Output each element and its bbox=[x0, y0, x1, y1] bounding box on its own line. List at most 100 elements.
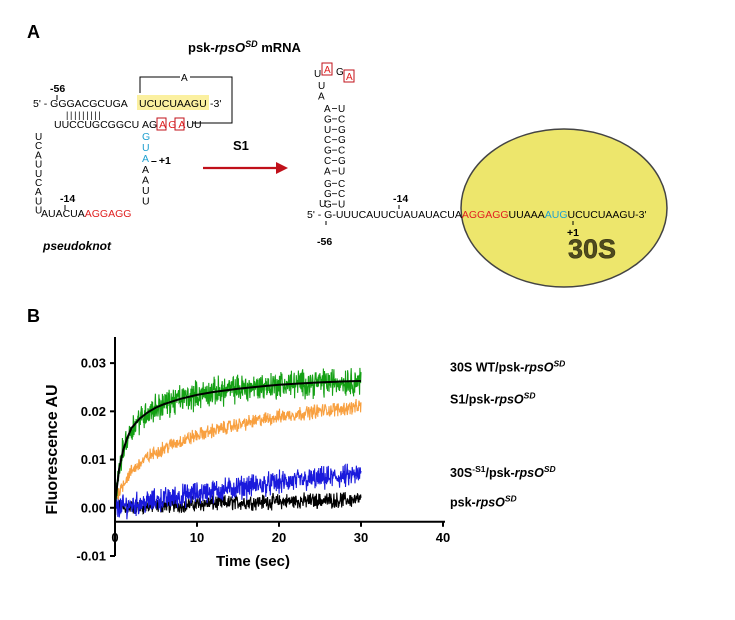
hairpin-pair-left: C bbox=[324, 156, 331, 167]
hairpin-loop-nt: G bbox=[336, 67, 344, 78]
hairpin-pair-right: C bbox=[338, 114, 345, 125]
hairpin-pair-right: C bbox=[338, 179, 345, 190]
hairpin-pair-left: C bbox=[324, 135, 331, 146]
pseudoknot-plus1: –+1 bbox=[151, 155, 171, 167]
panel-a-diagram: psk-rpsOSD mRNA -56 5' - GGGACGCUGA UCUC… bbox=[33, 39, 668, 288]
hairpin-loop-nt: A bbox=[324, 65, 331, 76]
sd-highlight bbox=[137, 95, 209, 110]
series-label-2: 30S-S1/psk-rpsOSD bbox=[450, 464, 556, 480]
hairpin-pair-right: U bbox=[338, 200, 345, 211]
pk-blue-nt: U bbox=[142, 142, 150, 154]
pk-blue-nt: G bbox=[142, 131, 150, 143]
pk-left-nt: C bbox=[35, 178, 42, 189]
series-label-3: psk-rpsOSD bbox=[450, 493, 517, 509]
hairpin-pair-left: G bbox=[324, 179, 332, 190]
axes: 0 10 20 30 40 -0.01 0.00 0.01 0.02 0.03 bbox=[76, 337, 450, 564]
hairpin-plus1: +1 bbox=[567, 227, 579, 239]
boxed-a-2 bbox=[174, 117, 185, 131]
hairpin-pair-right: G bbox=[338, 125, 346, 136]
pk-blue-nt: A bbox=[142, 153, 149, 165]
pseudoknot-top-end: -3' bbox=[210, 98, 221, 110]
hairpin-loop-side-nt: U bbox=[318, 81, 325, 92]
transition-arrow bbox=[203, 162, 288, 174]
series-label-1: S1/psk-rpsOSD bbox=[450, 390, 535, 406]
pseudoknot-top-strand: 5' - GGGACGCUGA bbox=[33, 98, 128, 110]
hairpin-pair-right: G bbox=[338, 135, 346, 146]
mrna-title: psk-rpsOSD mRNA bbox=[188, 39, 302, 55]
y-tick-label: 0.03 bbox=[81, 356, 106, 371]
y-tick-label: 0.01 bbox=[81, 452, 106, 467]
pseudoknot-blue-column: GUA bbox=[142, 131, 150, 165]
pseudoknot-pos-56: -56 bbox=[50, 83, 65, 95]
hairpin-boxed-a bbox=[321, 62, 333, 76]
hairpin-pair-right: C bbox=[338, 146, 345, 157]
fit-curve bbox=[114, 380, 362, 504]
x-tick-label: 40 bbox=[436, 530, 450, 545]
series-line-0 bbox=[114, 367, 362, 510]
x-tick-label: 10 bbox=[190, 530, 204, 545]
x-axis-label: Time (sec) bbox=[216, 553, 290, 570]
x-tick-label: 30 bbox=[354, 530, 368, 545]
pseudoknot-structure: -56 5' - GGGACGCUGA UCUCUAAGU -3' A ||||… bbox=[33, 71, 233, 253]
boxed-a-1 bbox=[156, 117, 167, 131]
pseudoknot-pair-bars: ||||||||| bbox=[66, 110, 102, 120]
series-line-1 bbox=[114, 398, 362, 502]
hairpin-bulge: U bbox=[319, 199, 326, 210]
pseudoknot-label: pseudoknot bbox=[42, 239, 112, 253]
x-tick-label: 20 bbox=[272, 530, 286, 545]
hairpin-pair-left: G bbox=[324, 114, 332, 125]
pseudoknot-loop-line bbox=[139, 76, 233, 124]
y-tick-label: 0.00 bbox=[81, 500, 106, 515]
y-axis-label: Fluorescence AU bbox=[44, 384, 61, 514]
pk-right-nt: U bbox=[142, 196, 150, 208]
series-label-0: 30S WT/psk-rpsOSD bbox=[450, 358, 565, 374]
panel-b-letter: B bbox=[27, 306, 40, 326]
pk-right-nt: A bbox=[142, 164, 149, 176]
y-tick-label: -0.01 bbox=[76, 549, 106, 564]
pk-left-nt: U bbox=[35, 206, 42, 217]
pk-left-nt: C bbox=[35, 141, 42, 152]
hairpin-boxed-a bbox=[343, 69, 355, 83]
hairpin-loop-nt: U bbox=[314, 69, 321, 80]
pk-left-nt: A bbox=[35, 187, 42, 198]
hairpin-pos-14: -14 bbox=[393, 193, 408, 205]
hairpin-sequence: 5' - G-UUUCAUUCUAUAUACUAAGGAGGUUAAAAUGUC… bbox=[307, 209, 647, 221]
series-line-2 bbox=[114, 463, 362, 520]
panel-a-letter: A bbox=[27, 22, 40, 42]
pseudoknot-bottom-strand: UUCCUGCGGCU bbox=[54, 119, 139, 131]
pseudoknot-top-highlight: UCUCUAAGU bbox=[139, 98, 207, 110]
ribosome-30s: 30S bbox=[460, 128, 668, 288]
pk-left-nt: U bbox=[35, 132, 42, 143]
pk-left-nt: U bbox=[35, 169, 42, 180]
plot-area bbox=[114, 367, 362, 520]
pseudoknot-loop-a: A bbox=[181, 73, 188, 84]
pk-left-nt: U bbox=[35, 196, 42, 207]
hairpin-loop-nt: A bbox=[346, 72, 353, 83]
hairpin-pair-right: U bbox=[338, 166, 345, 177]
hairpin-pair-left: G bbox=[324, 189, 332, 200]
pk-right-nt: A bbox=[142, 175, 149, 187]
hairpin-loop-side-nt: A bbox=[318, 92, 325, 103]
pk-right-nt: U bbox=[142, 185, 150, 197]
arrow-label: S1 bbox=[233, 138, 249, 153]
y-tick-label: 0.02 bbox=[81, 404, 106, 419]
hairpin-pair-right: U bbox=[338, 104, 345, 115]
hairpin-pair-left: A bbox=[324, 104, 331, 115]
pseudoknot-bottom-seq: AUACUAAGGAGG bbox=[41, 208, 131, 220]
pseudoknot-pos-14: -14 bbox=[60, 193, 75, 205]
ribosome-label: 30S bbox=[568, 234, 616, 264]
pk-left-nt: A bbox=[35, 150, 42, 161]
hairpin-pair-right: G bbox=[338, 156, 346, 167]
series-labels: 30S WT/psk-rpsOSD S1/psk-rpsOSD 30S-S1/psk… bbox=[450, 358, 565, 509]
hairpin-pair-left: G bbox=[324, 200, 332, 211]
x-tick-label: 0 bbox=[111, 530, 118, 545]
hairpin-pair-left: A bbox=[324, 166, 331, 177]
